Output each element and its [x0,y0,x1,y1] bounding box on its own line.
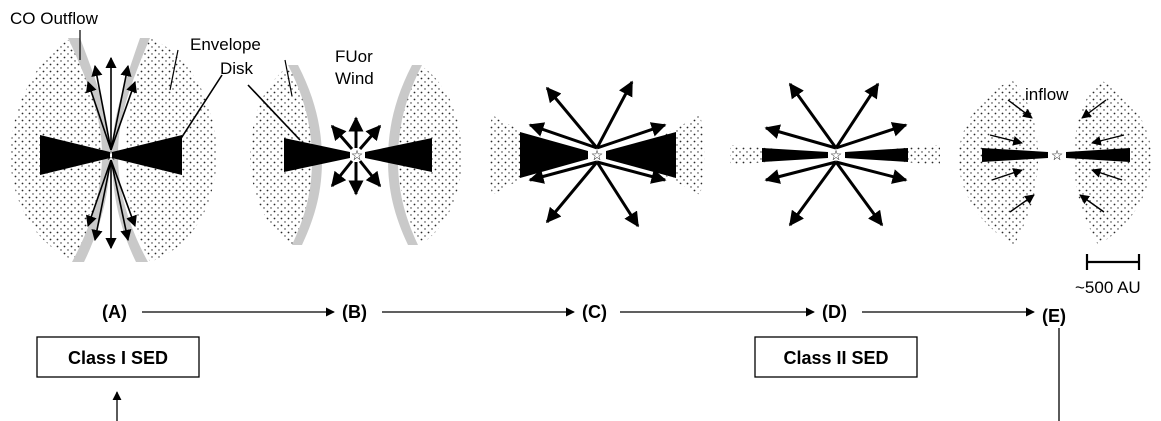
jet-arrows-a [85,56,137,250]
label-co-outflow: CO Outflow [10,9,99,28]
wind-arrows-c [528,80,667,228]
class2-box: Class II SED [754,336,918,378]
label-wind: Wind [335,69,374,88]
leader-disk-b [247,84,301,141]
panel-d: ☆ [730,82,940,227]
panel-e: ☆ [958,80,1152,270]
leader-envelope-b [284,59,293,97]
class1-box: Class I SED [36,336,200,378]
envelope-left-c [489,115,528,195]
class1-label: Class I SED [68,348,168,368]
star-e: ☆ [1051,147,1064,163]
outflow-cavity-a-left [68,38,110,262]
disk-e [982,148,1130,162]
wind-arrows-b [330,116,382,196]
stage-b: (B) [342,302,367,322]
panel-c: ☆ [489,80,705,228]
outflow-cavity-b-left [288,65,322,245]
label-disk: Disk [220,59,254,78]
stage-e: (E) [1042,306,1066,326]
leader-disk [179,74,223,141]
envelope-left-b [250,65,315,245]
label-envelope: Envelope [190,35,261,54]
wind-arrows-d [764,82,908,227]
panel-b: ☆ [247,59,462,245]
disk-a [40,135,182,175]
star-a: ☆ [105,147,118,163]
stage-a: (A) [102,302,127,322]
disk-b [284,138,432,172]
stage-d: (D) [822,302,847,322]
disk-d [762,148,908,162]
scale-bar [1085,254,1141,270]
timeline: (A) (B) (C) (D) (E) [102,302,1066,326]
stage-c: (C) [582,302,607,322]
star-c: ☆ [591,147,604,163]
star-b: ☆ [351,147,364,163]
disk-c [520,132,676,178]
envelope-left-e [958,80,1038,245]
label-inflow: inflow [1025,85,1069,104]
star-d: ☆ [830,147,843,163]
panel-a: ☆ [10,30,223,262]
inflow-arrows-e [989,99,1125,213]
outflow-cavity-b-right [388,65,422,245]
envelope-right-e [1074,80,1152,245]
leader-envelope [169,49,179,91]
class2-label: Class II SED [783,348,888,368]
label-fuor: FUor [335,47,373,66]
scale-label: ~500 AU [1075,278,1141,297]
